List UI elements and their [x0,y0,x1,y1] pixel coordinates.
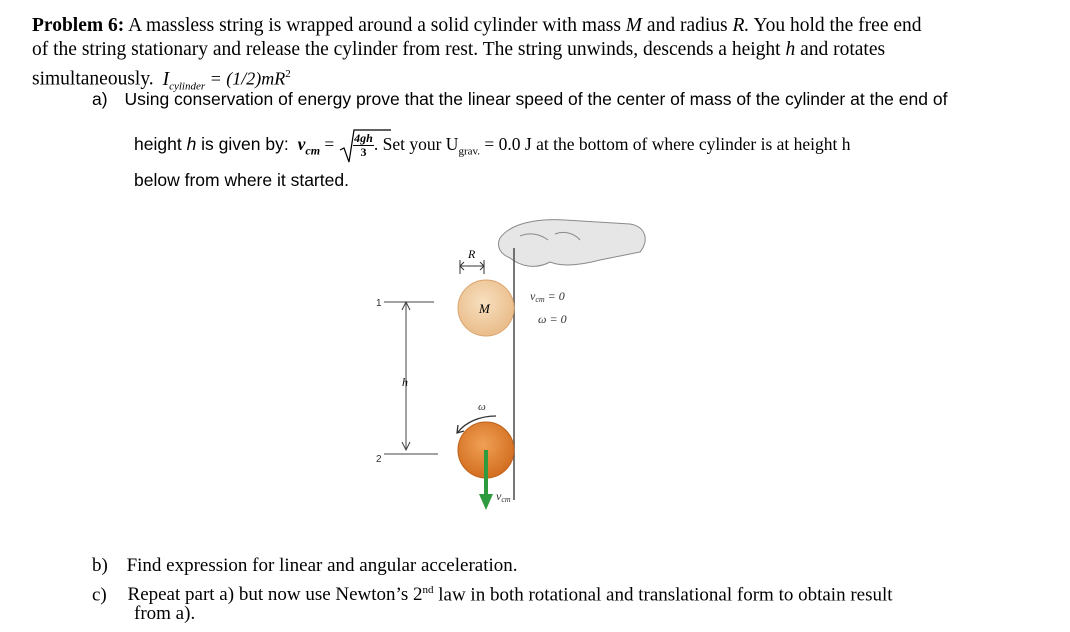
part-c-text-2: from a). [134,603,196,624]
cylinder-initial [457,279,515,337]
part-a-label: a) [92,89,108,109]
sqrt-sign-icon [339,129,392,163]
problem-radius-symbol: R. [732,15,750,36]
part-a-line-1: a) Using conservation of energy prove th… [92,88,947,110]
part-c-text-a: Repeat part a) but now use Newton’s 2 [127,584,423,606]
part-a-line-2: height h is given by: vcm = 4gh 3 . Set … [134,129,851,165]
part-c-line-1: c) Repeat part a) but now use Newton’s 2… [92,579,893,606]
label-omega: ω [478,401,486,413]
problem-text-3: simultaneously. [32,68,154,90]
inertia-symbol: I [162,68,170,90]
part-a-text-2d: = 0.0 J at the bottom of where cylinder … [480,134,851,154]
label-position-2: 2 [376,454,382,465]
problem-line-2: of the string stationary and release the… [32,39,885,61]
label-vcm: vcm [496,489,511,504]
part-c-text-b: law in both rotational and translational… [433,584,893,606]
problem-line-1: Problem 6: A massless string is wrapped … [32,15,922,37]
inertia-formula: = (1/2)mR [205,68,286,89]
vcm-subscript: cm [305,143,321,158]
part-a-height-symbol: h [186,134,197,154]
problem-text-1b: and radius [646,15,728,36]
problem-height-symbol: h [785,39,796,60]
part-b-label: b) [92,555,108,576]
inertia-superscript: 2 [285,68,291,80]
part-a-text-3: below from where it started. [134,170,349,190]
problem-mass-symbol: M [625,15,643,36]
part-b-line: b) Find expression for linear and angula… [92,555,518,577]
fraction-denominator: 3 [360,144,367,159]
problem-line-3: simultaneously. Icylinder = (1/2)mR2 [32,63,291,97]
part-a-text-2c: . Set your U [373,134,459,154]
label-h: h [402,375,408,389]
sqrt-fraction: 4gh 3 [353,130,374,159]
problem-text-1c: You hold the free end [753,15,922,36]
equals-sign: = [320,134,335,154]
label-vcm-initial: vcm = 0 [530,289,565,304]
part-a-text-2a: height [134,134,182,154]
label-omega-initial: ω = 0 [538,312,567,326]
problem-text-2-end: and rotates [800,39,886,60]
label-M: M [478,301,491,316]
label-R: R [467,247,476,261]
hand-icon [497,219,646,267]
part-a-line-3: below from where it started. [134,169,349,191]
part-a-text-1: Using conservation of energy prove that … [124,89,948,109]
label-position-1: 1 [376,298,382,309]
problem-heading: Problem 6: [32,15,125,36]
inertia-subscript: cylinder [169,80,206,93]
ugrav-subscript: grav. [458,145,481,158]
rotation-arrow [457,415,497,433]
problem-text-1a: A massless string is wrapped around a so… [128,15,621,36]
cylinder-figure: R M vcm = 0 ω = 0 1 h 2 ω vcm [376,219,646,510]
part-a-text-2b: is given by: [201,134,289,154]
sqrt-expression: 4gh 3 [339,129,392,163]
problem-text-2: of the string stationary and release the… [32,39,781,60]
part-c-line-2: from a). [134,603,195,625]
fraction-numerator: 4gh [353,130,374,146]
part-c-label: c) [92,584,107,606]
part-c-superscript: nd [422,584,434,596]
vcm-symbol: v [297,134,306,154]
part-b-text: Find expression for linear and angular a… [126,555,518,576]
